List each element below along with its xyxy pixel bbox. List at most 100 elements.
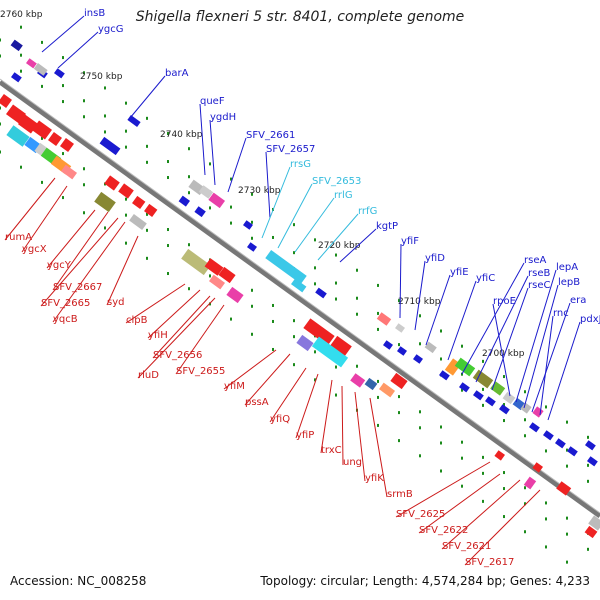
gene-label[interactable]: yfiQ	[270, 414, 290, 425]
leader-line	[354, 391, 366, 482]
leader-line	[447, 280, 477, 361]
leader-line	[294, 197, 335, 253]
genome-summary: Topology: circular; Length: 4,574,284 bp…	[260, 574, 590, 588]
leader-line	[223, 349, 277, 390]
gene-label[interactable]: kgtP	[376, 221, 398, 232]
leader-line	[41, 15, 85, 53]
gene-label[interactable]: SFV_2653	[312, 176, 361, 187]
gene-label[interactable]: yfiP	[296, 430, 314, 441]
gene-label[interactable]: lepA	[556, 262, 578, 273]
leader-line	[399, 243, 402, 319]
tick-label: 2740 kbp	[160, 130, 203, 140]
leader-line	[265, 151, 271, 219]
gene-label[interactable]: SFV_2667	[53, 282, 102, 293]
tick-label: 2760 kbp	[0, 10, 43, 20]
gene-label[interactable]: SFV_2621	[442, 541, 491, 552]
gene-label[interactable]: ygcY	[47, 260, 72, 271]
gene-label[interactable]: ygdH	[210, 112, 236, 123]
leader-line	[523, 284, 559, 409]
leader-line	[425, 274, 451, 346]
leader-line	[418, 473, 501, 534]
leader-line	[339, 228, 377, 263]
gene-label[interactable]: lepB	[558, 277, 580, 288]
leader-line	[152, 295, 211, 359]
gene-label[interactable]: rnc	[553, 308, 569, 319]
gene-label[interactable]: insB	[84, 8, 105, 19]
gene-label[interactable]: SFV_2665	[41, 298, 90, 309]
gene-label[interactable]: rseB	[528, 268, 550, 279]
gene-label[interactable]: srmB	[387, 489, 413, 500]
gene-label[interactable]: barA	[165, 68, 189, 79]
gene-label[interactable]: rpoE	[493, 296, 516, 307]
gene-label[interactable]: rseC	[528, 280, 550, 291]
gene-label[interactable]: yfiH	[148, 330, 168, 341]
leader-line	[129, 75, 166, 119]
gene-label[interactable]: SFV_2657	[266, 144, 315, 155]
leader-line	[295, 373, 319, 439]
forward-strand-features	[10, 39, 598, 467]
gene-label[interactable]: ygcG	[98, 24, 124, 35]
gene-label[interactable]: ygcX	[22, 244, 47, 255]
gene-label[interactable]: yfiD	[425, 253, 445, 264]
gene-label[interactable]: rrlG	[334, 190, 353, 201]
leader-line	[515, 269, 557, 403]
gene-label[interactable]: rrsG	[290, 159, 311, 170]
leader-line	[277, 183, 313, 249]
leader-line	[21, 185, 68, 253]
reverse-strand-features	[0, 94, 600, 539]
gene-label[interactable]: syd	[107, 297, 124, 308]
leader-line	[209, 119, 216, 186]
gene-label[interactable]: ung	[343, 457, 362, 468]
leader-line	[57, 31, 99, 69]
leader-line	[461, 262, 525, 375]
gene-label[interactable]: SFV_2622	[419, 525, 468, 536]
gene-label[interactable]: pdxJ	[580, 314, 600, 325]
tick-label: 2720 kbp	[318, 241, 361, 251]
leader-line	[244, 353, 291, 406]
leader-line	[539, 315, 554, 416]
leader-line	[227, 137, 247, 193]
gene-label[interactable]: SFV_2625	[396, 509, 445, 520]
gene-label[interactable]: SFV_2661	[246, 130, 295, 141]
accession-text: Accession: NC_008258	[10, 574, 147, 588]
gene-label[interactable]: yfiK	[365, 473, 384, 484]
leader-line	[491, 287, 529, 391]
gene-label[interactable]: clpB	[126, 315, 148, 326]
gene-label[interactable]: SFV_2656	[153, 350, 202, 361]
genome-backbone-highlight	[0, 78, 600, 514]
gene-label[interactable]: SFV_2655	[176, 366, 225, 377]
gene-label[interactable]: yfiF	[401, 236, 419, 247]
gene-label[interactable]: rumA	[5, 232, 32, 243]
gene-label[interactable]: SFV_2617	[465, 557, 514, 568]
genome-title: Shigella flexneri 5 str. 8401, complete …	[135, 9, 465, 25]
gene-label[interactable]: yfiE	[450, 267, 469, 278]
gene-label[interactable]: queF	[200, 96, 225, 107]
leader-line	[320, 379, 333, 454]
gene-label[interactable]: rluD	[138, 370, 159, 381]
leader-line	[125, 283, 186, 324]
gene-label[interactable]: rrfG	[358, 206, 377, 217]
leader-line	[52, 211, 109, 291]
tick-label: 2700 kbp	[482, 349, 525, 359]
gene-label[interactable]: pssA	[245, 397, 269, 408]
gene-label[interactable]: trxC	[321, 445, 342, 456]
gene-label[interactable]: rseA	[524, 255, 546, 266]
leader-line	[4, 177, 56, 241]
leader-line	[547, 321, 581, 421]
gene-label[interactable]: yfiM	[224, 381, 245, 392]
gene-label[interactable]: yqcB	[53, 314, 78, 325]
leader-line	[317, 213, 359, 261]
genome-backbone	[0, 79, 600, 519]
leader-line	[40, 217, 119, 307]
leader-line	[414, 260, 426, 331]
tick-label: 2730 kbp	[238, 186, 281, 196]
leader-line	[261, 166, 291, 239]
gene-label[interactable]: era	[570, 295, 586, 306]
leader-line	[492, 303, 511, 397]
gene-label[interactable]: yfiC	[476, 273, 495, 284]
leader-line	[52, 221, 126, 323]
leader-line	[369, 397, 388, 498]
tick-label: 2750 kbp	[80, 72, 123, 82]
leader-line	[531, 302, 571, 413]
leader-line	[464, 489, 541, 566]
